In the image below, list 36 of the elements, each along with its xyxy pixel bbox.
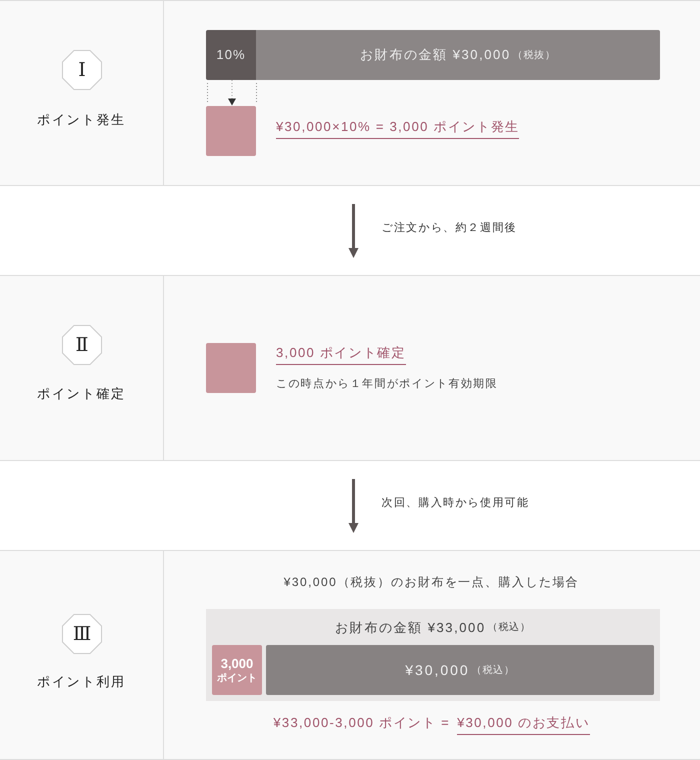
arrow [348,479,358,533]
step-octagon [62,325,102,365]
dotted-arrow [228,80,236,106]
step-octagon [62,614,102,654]
payment-formula: ¥33,000-3,000 ポイント = [273,714,450,732]
arrow [348,204,358,258]
tax-note: （税込） [472,664,515,678]
points-block [212,645,262,695]
tax-note: （税込） [488,620,531,635]
purchase-condition: ¥30,000（税抜）のお財布を一点、購入した場合 [282,574,580,591]
payment-total: ¥30,000 のお支払い [457,714,590,735]
tax-note: （税抜） [512,48,556,62]
points-square [206,343,256,393]
point-calculation: ¥30,000×10% = 3,000 ポイント発生 [276,118,520,139]
step-octagon [62,50,102,90]
amount-label: お財布の金額 ¥33,000 [335,619,486,637]
payment-bar [266,645,654,695]
amount-label: お財布の金額 ¥30,000 [360,46,511,64]
validity-note: この時点から１年間がポイント有効期限 [276,376,498,392]
points-square [206,106,256,156]
step-title: ポイント利用 [36,673,127,691]
total-panel [206,609,660,701]
step-panel [0,0,700,186]
step-numeral: Ⅱ [76,335,88,355]
rate-segment: 10% [206,30,256,80]
payment-amount: ¥30,000 [405,660,470,680]
step-panel [0,275,700,461]
points-status: 3,000 ポイント確定 [276,344,406,365]
step-title: ポイント確定 [36,385,127,403]
points-value: 3,000 [220,656,254,672]
step-numeral: Ⅲ [72,624,92,644]
step-title: ポイント発生 [36,111,127,129]
step-panel [0,550,700,760]
points-unit: ポイント [217,672,257,684]
step-numeral: Ⅰ [78,60,86,80]
amount-bar [256,30,660,80]
